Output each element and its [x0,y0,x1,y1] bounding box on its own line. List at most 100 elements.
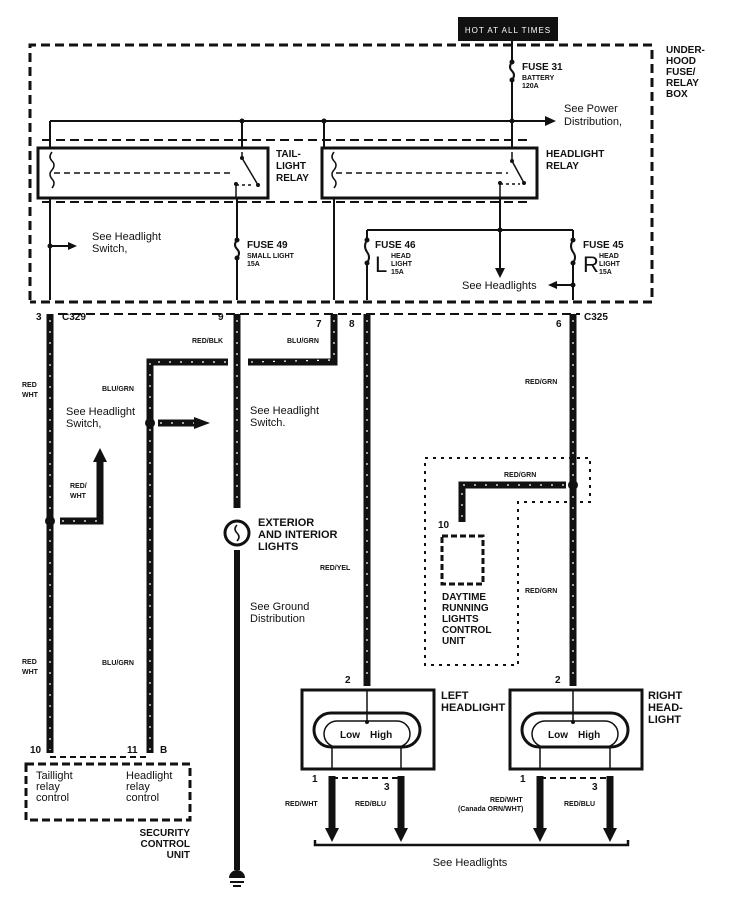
svg-text:EXTERIOR: EXTERIOR [258,517,314,529]
see-headlight-switch-mid: See Headlight Switch. [250,405,319,429]
svg-text:HEAD-: HEAD- [648,702,683,714]
see-headlights-bracket [313,840,630,847]
wire-left-pin1 [325,776,339,842]
svg-text:UNIT: UNIT [167,850,190,861]
svg-text:RED/BLU: RED/BLU [564,801,595,808]
drl-outline [424,457,591,666]
svg-text:See Headlight: See Headlight [92,231,161,243]
svg-text:11: 11 [127,745,138,756]
taillight-relay: TAIL- LIGHT RELAY [36,146,309,200]
svg-text:WHT: WHT [70,493,87,500]
svg-text:RELAY: RELAY [546,161,579,172]
see-headlight-switch-left: See Headlight Switch, [66,406,135,430]
exterior-interior-lights-bulb: EXTERIOR AND INTERIOR LIGHTS [223,517,338,553]
svg-text:RED: RED [22,382,37,389]
svg-text:L: L [375,252,387,277]
svg-text:LIGHT: LIGHT [648,714,681,726]
svg-text:Distribution,: Distribution, [564,116,622,128]
see-headlight-switch-top: See Headlight Switch, [92,231,161,255]
svg-text:LEFT: LEFT [441,690,469,702]
svg-text:HOT AT ALL TIMES: HOT AT ALL TIMES [465,26,551,35]
fuse-31: FUSE 31 BATTERY 120A [509,59,563,90]
see-headlights-bottom: See Headlights [433,857,508,869]
svg-text:RED/BLU: RED/BLU [355,801,386,808]
svg-text:15A: 15A [599,269,612,276]
fuse-46: FUSE 46 L HEAD LIGHT 15A [364,237,416,277]
arrow-down-icon [495,268,505,278]
svg-text:BLU/GRN: BLU/GRN [102,386,134,393]
svg-text:SECURITY: SECURITY [139,828,190,839]
svg-text:FUSE 46: FUSE 46 [375,240,416,251]
security-control-unit: 10 11 B Taillight relay control Headligh… [24,745,192,861]
left-headlight: 2 Low High LEFT HEADLIGHT [300,675,505,771]
svg-text:SMALL LIGHT: SMALL LIGHT [247,253,295,260]
svg-text:See Headlight: See Headlight [66,406,135,418]
wire-blu-grn-c329-7 [146,314,338,753]
fuse-box-outline [28,43,654,304]
svg-text:FUSE 45: FUSE 45 [583,240,624,251]
svg-text:High: High [578,730,600,741]
svg-text:2: 2 [555,675,561,686]
svg-text:LIGHT: LIGHT [276,161,306,172]
svg-text:RED/: RED/ [70,483,87,490]
svg-text:10: 10 [30,745,42,756]
svg-text:RED: RED [22,659,37,666]
svg-text:BATTERY: BATTERY [522,75,555,82]
svg-text:CONTROL: CONTROL [442,625,491,636]
arrow-up-icon [93,448,107,462]
svg-text:LIGHT: LIGHT [391,261,413,268]
wire-red-grn-drl [458,481,566,522]
svg-text:RELAY: RELAY [276,173,309,184]
fuse-45: FUSE 45 R HEAD LIGHT 15A [570,237,624,277]
svg-text:Taillight: Taillight [36,770,73,782]
svg-text:R: R [583,252,599,277]
svg-text:Switch.: Switch. [250,417,285,429]
bus-drops [49,121,325,148]
arrow-right-icon [194,417,210,429]
svg-text:RED/GRN: RED/GRN [525,588,557,595]
see-headlights-top: See Headlights [462,280,537,292]
svg-text:RIGHT: RIGHT [648,690,683,702]
arrow-right-icon [68,242,77,250]
svg-text:control: control [36,792,69,804]
drl-unit-box [440,534,485,586]
svg-text:Low: Low [548,730,568,741]
svg-text:See Ground: See Ground [250,601,309,613]
svg-text:120A: 120A [522,83,539,90]
svg-text:9: 9 [218,312,224,323]
svg-text:Low: Low [340,730,360,741]
svg-text:2: 2 [345,675,351,686]
svg-text:HOOD: HOOD [666,56,696,67]
svg-text:control: control [126,792,159,804]
svg-text:CONTROL: CONTROL [141,839,190,850]
svg-text:15A: 15A [247,261,260,268]
splice [568,480,578,490]
arrow-left-icon [548,281,557,289]
svg-text:C329: C329 [62,312,86,323]
svg-text:RUNNING: RUNNING [442,603,489,614]
svg-text:HEADLIGHT: HEADLIGHT [441,702,505,714]
svg-text:RELAY: RELAY [666,78,699,89]
svg-text:RED/YEL: RED/YEL [320,565,351,572]
svg-text:AND INTERIOR: AND INTERIOR [258,529,338,541]
svg-text:BOX: BOX [666,89,688,100]
wire-left-pin3 [394,776,408,842]
ground-icon [229,870,245,887]
svg-text:LIGHTS: LIGHTS [442,614,479,625]
arrow-right-icon [545,116,556,126]
svg-text:8: 8 [349,319,355,330]
svg-text:WHT: WHT [22,669,39,676]
svg-text:HEAD: HEAD [391,253,411,260]
wire-right-pin1 [533,776,547,842]
splice [45,516,55,526]
svg-text:RED/GRN: RED/GRN [525,379,557,386]
svg-text:TAIL-: TAIL- [276,149,301,160]
see-ground-distribution: See Ground Distribution [250,601,309,625]
svg-text:FUSE/: FUSE/ [666,67,696,78]
wire-right-pin3 [603,776,617,842]
svg-text:15A: 15A [391,269,404,276]
svg-text:10: 10 [438,520,450,531]
svg-text:relay: relay [126,781,150,793]
svg-text:Headlight: Headlight [126,770,172,782]
